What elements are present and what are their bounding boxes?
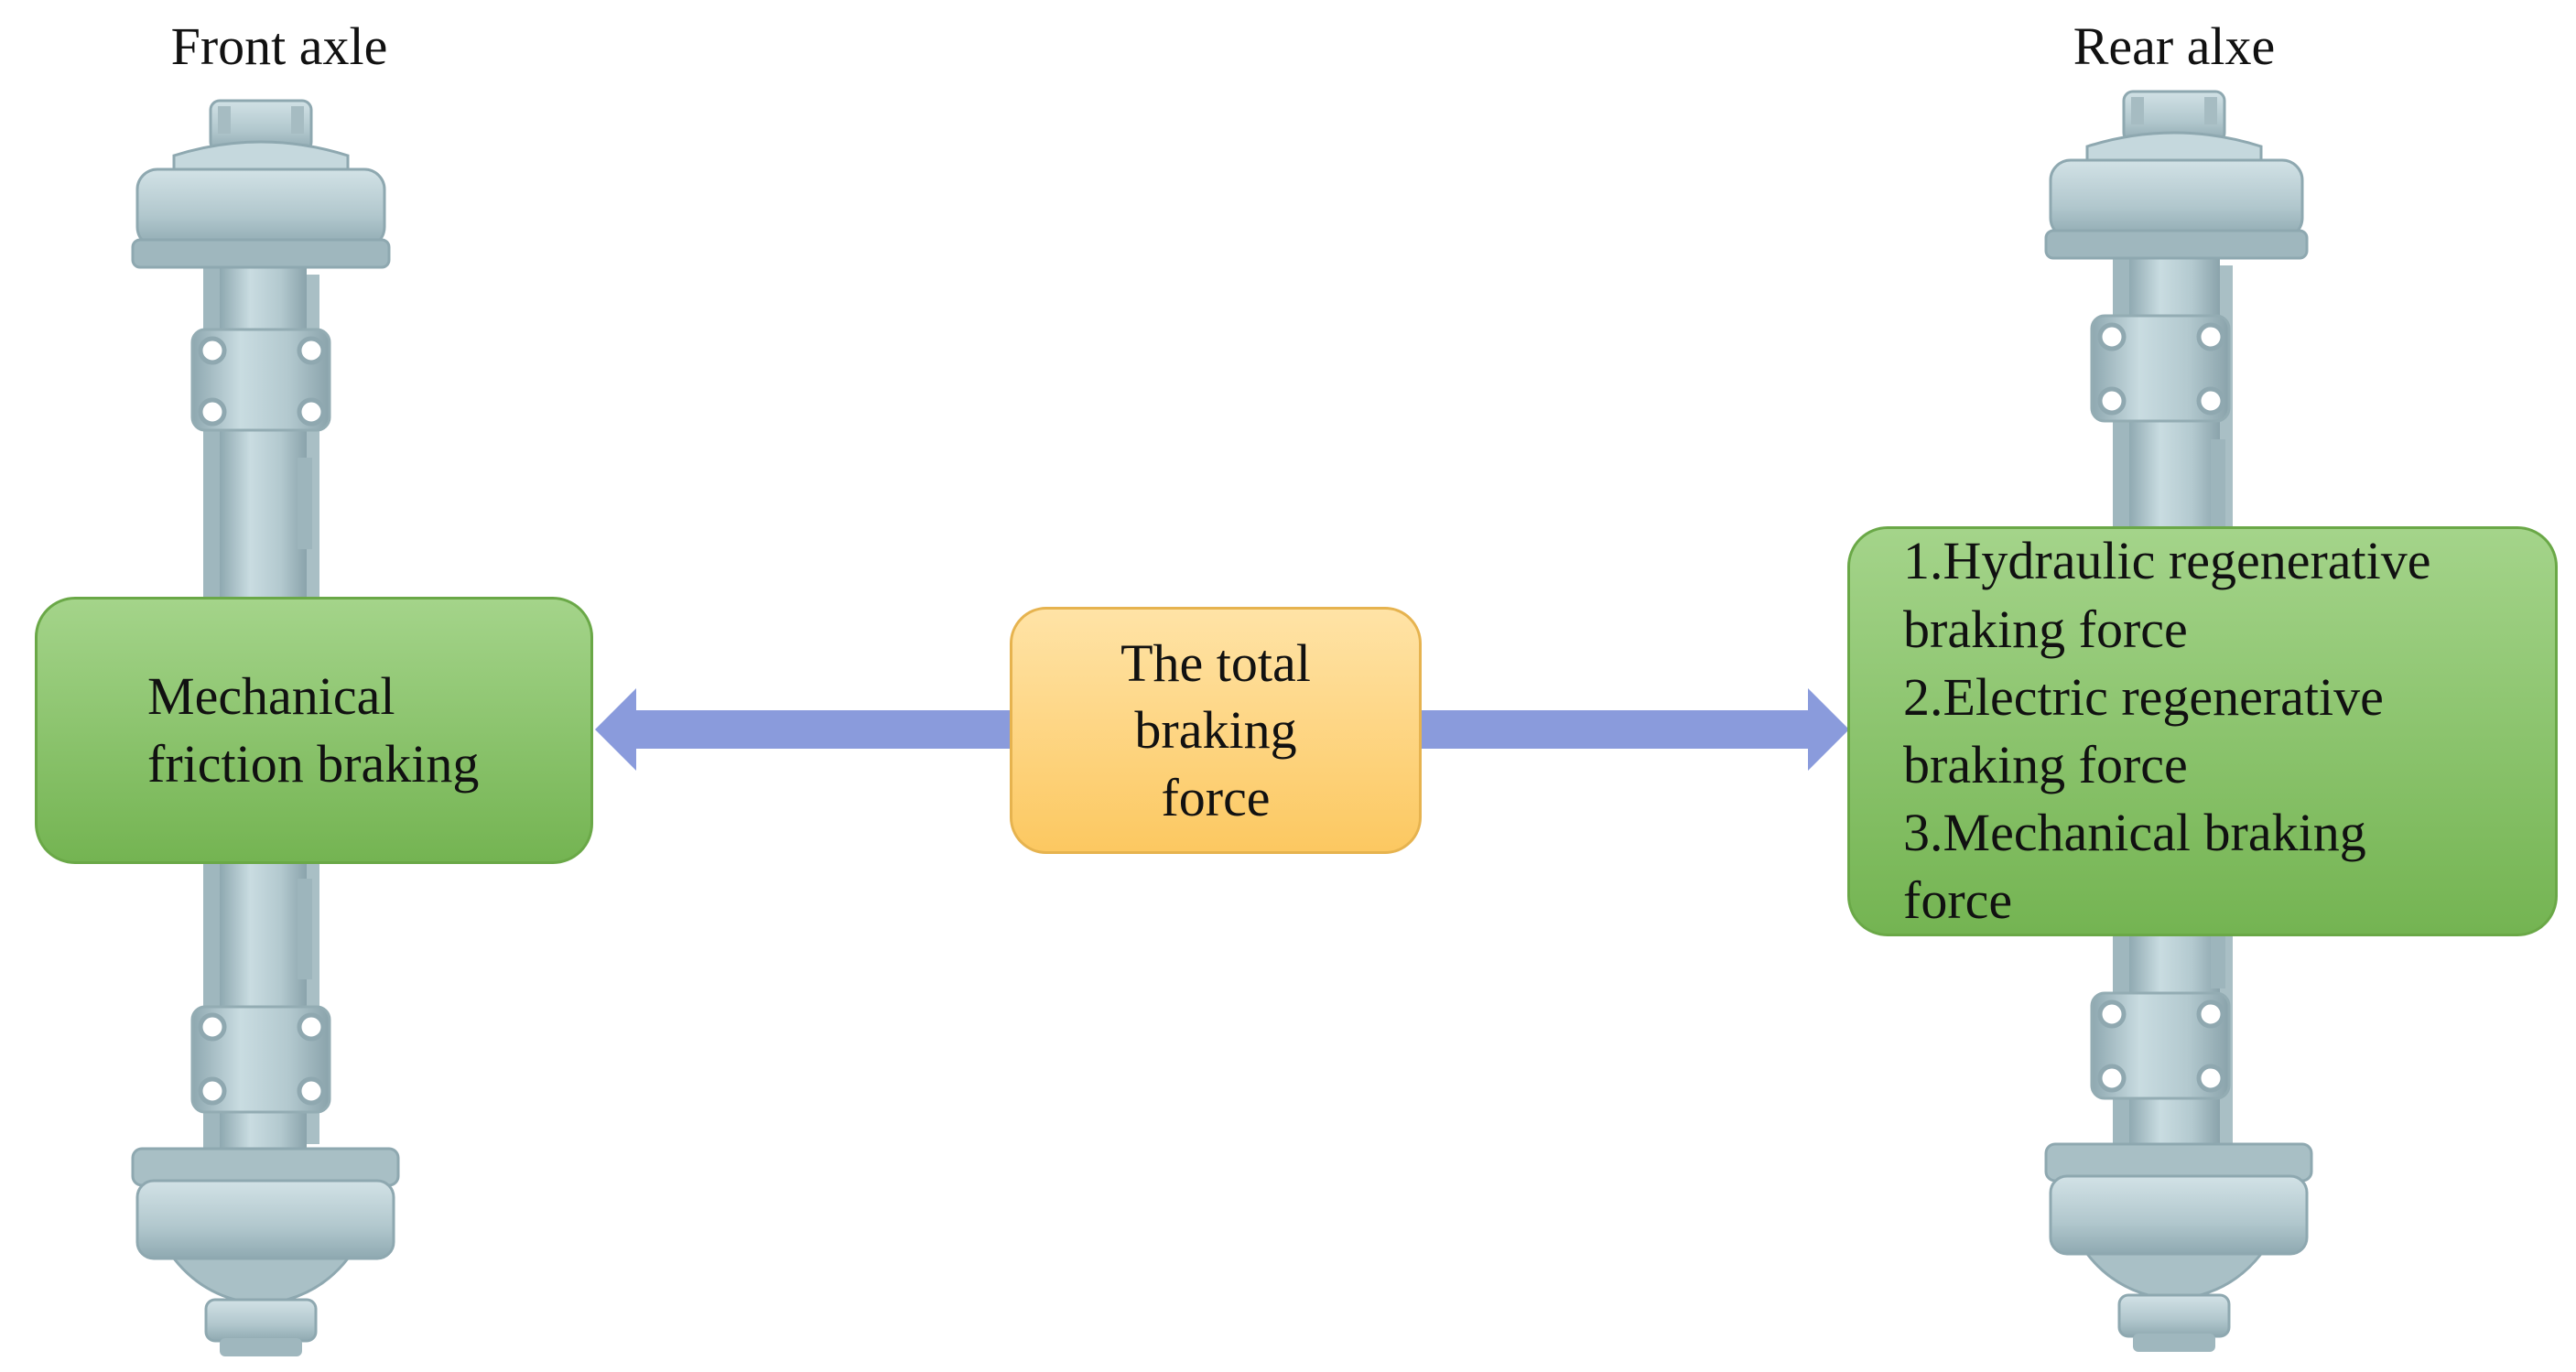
front-upper-spring-mount [190, 328, 331, 549]
front-axle-illustration [131, 99, 400, 1356]
rear-box-line: braking force [1903, 599, 2188, 659]
rear-box-line: force [1903, 870, 2013, 931]
front-box-line: Mechanical [147, 666, 395, 727]
rear-braking-box: 1.Hydraulic regenerative braking force 2… [1847, 526, 2558, 936]
rear-box-line: 1.Hydraulic regenerative [1903, 531, 2431, 591]
total-braking-force-box: The total braking force [1010, 607, 1422, 854]
arrow-to-rear-axle [1421, 688, 1849, 771]
front-braking-box: Mechanical friction braking [35, 597, 593, 864]
rear-lower-spring-mount [2090, 924, 2231, 1100]
rear-top-wheel-hub [2044, 90, 2309, 260]
front-lower-spring-mount [190, 879, 331, 1114]
front-bottom-wheel-hub [131, 1147, 400, 1356]
rear-bottom-wheel-hub [2044, 1142, 2313, 1352]
arrow-to-front-axle [595, 688, 1012, 771]
rear-axle-label: Rear alxe [2073, 16, 2276, 76]
center-box-line: The total [1120, 632, 1311, 693]
front-top-wheel-hub [131, 99, 391, 269]
center-box-line: braking [1134, 700, 1297, 761]
rear-box-line: 2.Electric regenerative [1903, 666, 2384, 727]
rear-upper-spring-mount [2090, 314, 2231, 531]
rear-axle-illustration [2044, 90, 2313, 1352]
front-box-line: friction braking [147, 734, 480, 794]
front-axle-label: Front axle [170, 16, 388, 76]
center-box-line: force [1161, 767, 1271, 827]
rear-box-line: 3.Mechanical braking [1903, 803, 2366, 863]
rear-box-line: braking force [1903, 735, 2188, 794]
